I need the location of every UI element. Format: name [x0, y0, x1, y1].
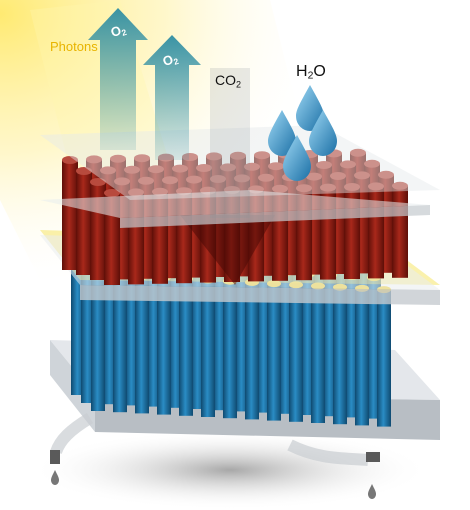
co2-down-beam [210, 68, 250, 218]
red-cylinder [344, 183, 360, 279]
red-cylinder [76, 167, 92, 275]
water-drop-icons [268, 85, 337, 181]
ground-shadow [30, 430, 430, 510]
blue-cylinder [333, 283, 347, 425]
o2-up-arrow-left [88, 8, 148, 150]
water-drop-icon [283, 135, 311, 181]
outlet-pipe-right [287, 439, 380, 499]
red-cylinder [392, 181, 408, 278]
water-drop-icon [268, 110, 296, 156]
co2-label: CO2 [215, 72, 242, 90]
top-glass-plate [40, 125, 440, 228]
outlet-drip-icon [368, 484, 376, 499]
water-drop-icon [309, 110, 337, 156]
red-cylinder [368, 182, 384, 279]
outlet-drip-icon [51, 470, 59, 485]
blue-cylinder [355, 284, 369, 426]
h2o-label: H2O [296, 63, 326, 82]
o2-up-arrow-right [143, 35, 201, 160]
red-cylinder [62, 156, 78, 270]
blue-cylinder [311, 282, 325, 423]
water-drop-icon [296, 85, 324, 131]
photons-label: Photons [50, 39, 98, 54]
blue-cylinder [377, 286, 391, 427]
cutaway-notch [180, 215, 275, 285]
outlet-pipe-left [50, 412, 94, 485]
red-cylinder [90, 178, 106, 280]
